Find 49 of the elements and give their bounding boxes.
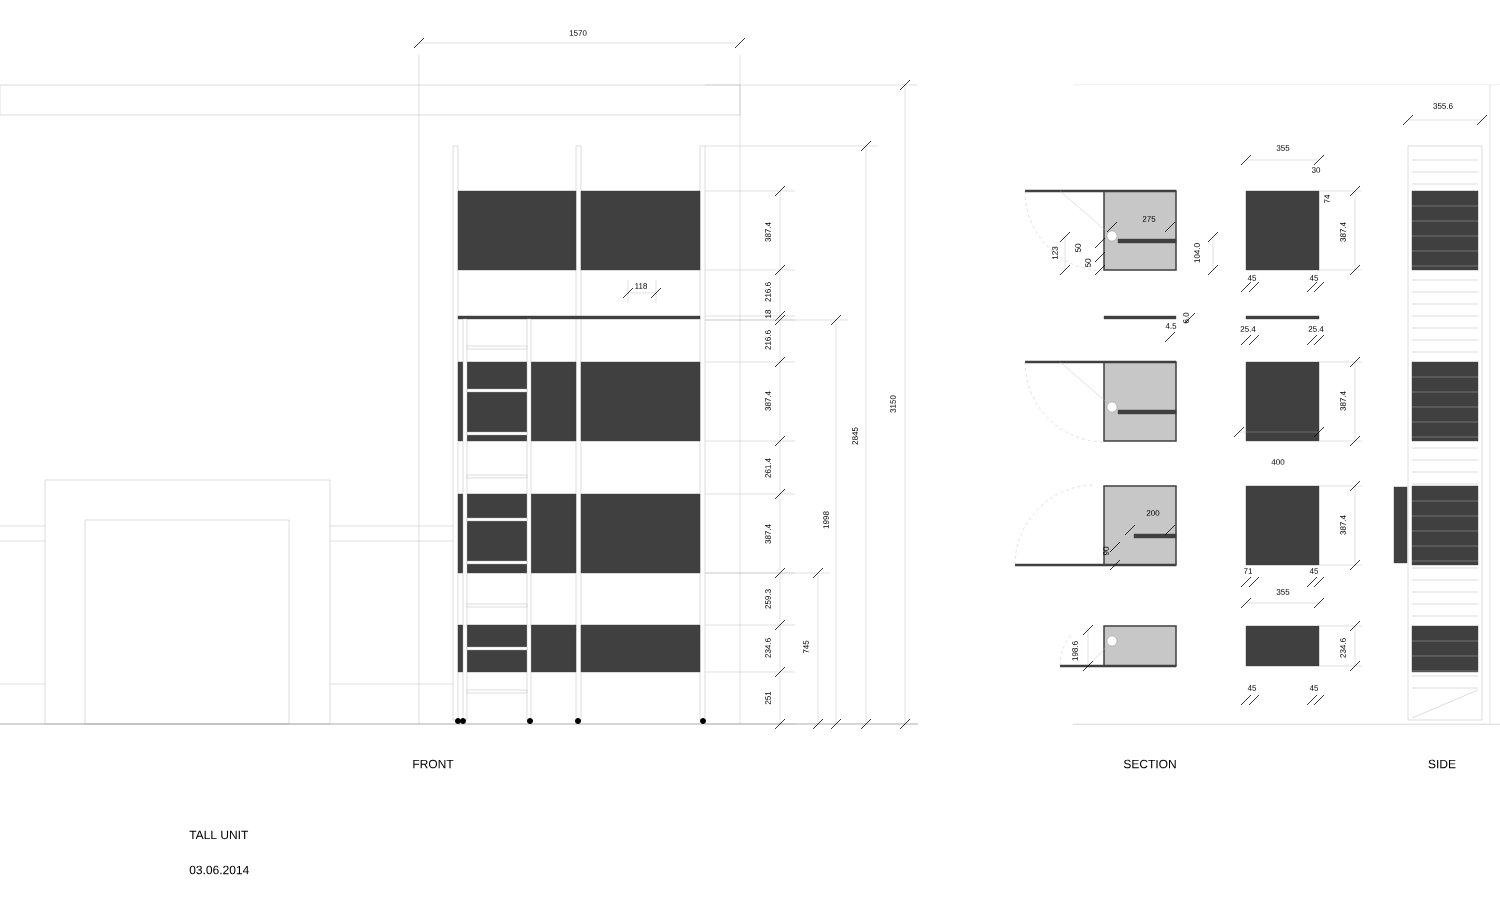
dimension-label: 123	[1052, 246, 1058, 260]
dimension-label: 30	[1311, 167, 1321, 173]
dimension-label: 71	[1243, 568, 1253, 574]
dimension-label: 74	[1324, 194, 1330, 204]
dimension-label: 118	[635, 283, 648, 289]
dimension-label: 25.4	[1240, 326, 1256, 332]
dimension-label: 50	[1085, 258, 1091, 268]
dimension-label: 45	[1309, 568, 1319, 574]
view-label: SECTION	[1123, 759, 1176, 769]
dimension-label: 275	[1142, 216, 1156, 222]
dimension-label: 200	[1146, 510, 1160, 516]
dimension-label: 25.4	[1308, 326, 1324, 332]
dimension-label: 387.4	[1340, 222, 1346, 242]
dimension-label: 234.6	[1340, 638, 1346, 658]
dimension-label: 1570	[569, 30, 587, 36]
dimension-label: 234.6	[765, 638, 771, 658]
view-label: FRONT	[413, 759, 454, 769]
dimension-label: 251	[765, 691, 771, 705]
dimension-label: 104.0	[1194, 243, 1200, 263]
dimension-label: 45	[1309, 685, 1319, 691]
dimension-label: 387.4	[1340, 391, 1346, 411]
dimension-label: 261.4	[765, 458, 771, 478]
dimension-label: 387.4	[765, 222, 771, 242]
dimension-label: 198.6	[1072, 641, 1078, 661]
dimension-label: 1998	[823, 511, 829, 529]
dimension-label: 90	[1103, 546, 1109, 556]
dimension-label: 355	[1276, 145, 1290, 151]
dimension-label: 6.0	[1183, 312, 1189, 324]
title: TALL UNIT	[189, 830, 249, 840]
dimension-label: 50	[1075, 243, 1081, 253]
dimension-label: 4.5	[1165, 323, 1177, 329]
dimension-label: 216.6	[765, 282, 771, 302]
dimension-label: 355.6	[1433, 103, 1453, 109]
dimension-label: 45	[1309, 275, 1319, 281]
dimension-label: 45	[1247, 685, 1257, 691]
dimension-label: 387.4	[1340, 515, 1346, 535]
dimension-label: 387.4	[765, 524, 771, 544]
dimension-label: 216.6	[765, 330, 771, 350]
dimension-label: 3150	[890, 395, 896, 413]
dimension-label: 387.4	[765, 391, 771, 411]
dimension-label: 45	[1247, 275, 1257, 281]
date-label: 03.06.2014	[189, 865, 249, 875]
dimension-label: 355	[1276, 589, 1290, 595]
view-label: SIDE	[1428, 759, 1456, 769]
dimension-label: 18	[765, 309, 771, 318]
dimension-label: 400	[1271, 459, 1285, 465]
dimension-label: 2845	[852, 427, 858, 445]
dimension-label: 745	[803, 640, 809, 654]
dimension-label: 259.3	[765, 589, 771, 609]
